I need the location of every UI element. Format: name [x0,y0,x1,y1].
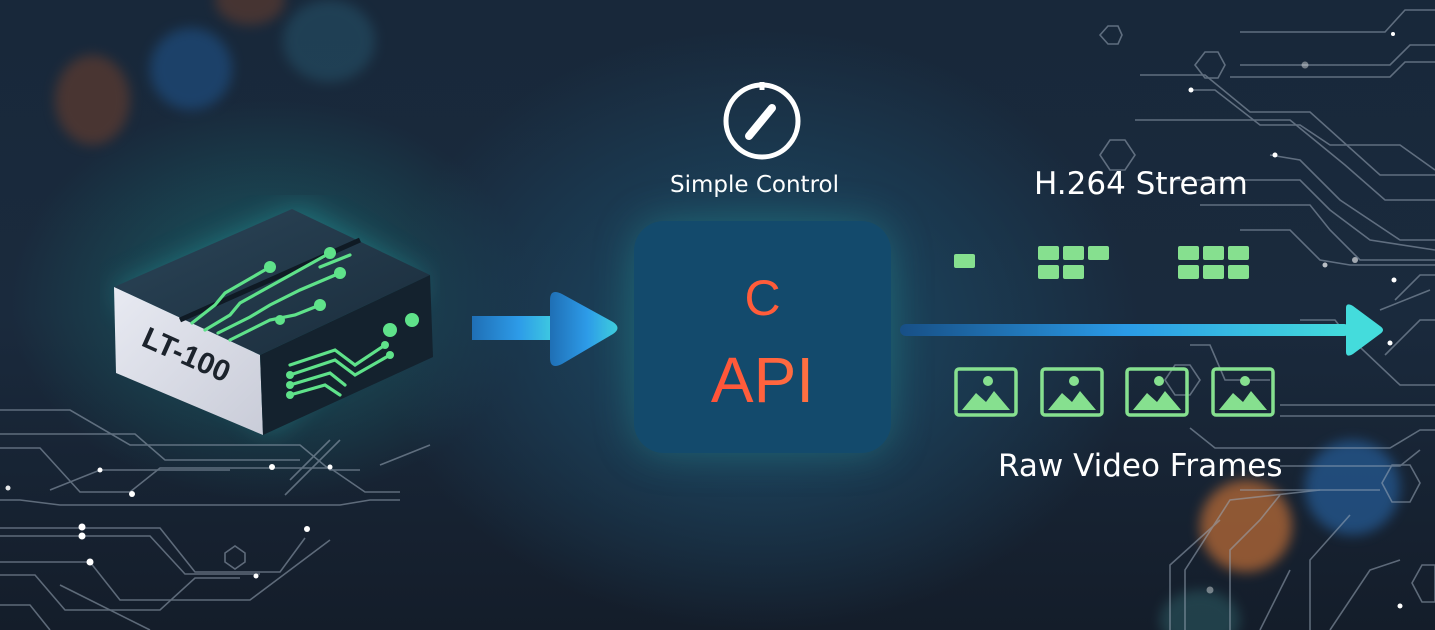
input-arrow [472,292,618,366]
raw-video-frames-label: Raw Video Frames [998,448,1283,484]
packet [1088,246,1109,260]
image-icon [1040,367,1104,417]
image-icon [1125,367,1189,417]
bokeh-light [55,55,130,145]
packet [1228,265,1249,279]
bokeh-light [1160,590,1240,630]
packet [1063,265,1084,279]
image-icon [1211,367,1275,417]
bokeh-light [150,28,232,110]
packet [1203,246,1224,260]
packet [1038,246,1059,260]
gauge-icon [723,82,801,160]
c-api-box: C API [634,221,891,453]
packet [1178,265,1199,279]
packet [954,254,975,268]
simple-control-label: Simple Control [670,172,839,198]
api-language: C [744,270,781,326]
packet [1228,246,1249,260]
h264-stream-label: H.264 Stream [1034,166,1248,202]
image-icon [954,367,1018,417]
api-title: API [634,343,891,417]
packet [1203,265,1224,279]
packet [1063,246,1084,260]
bokeh-light [283,0,375,82]
packet [1038,265,1059,279]
packet [1178,246,1199,260]
lt-100-device: LT-100 [110,205,433,435]
output-stream-arrow [900,304,1383,356]
